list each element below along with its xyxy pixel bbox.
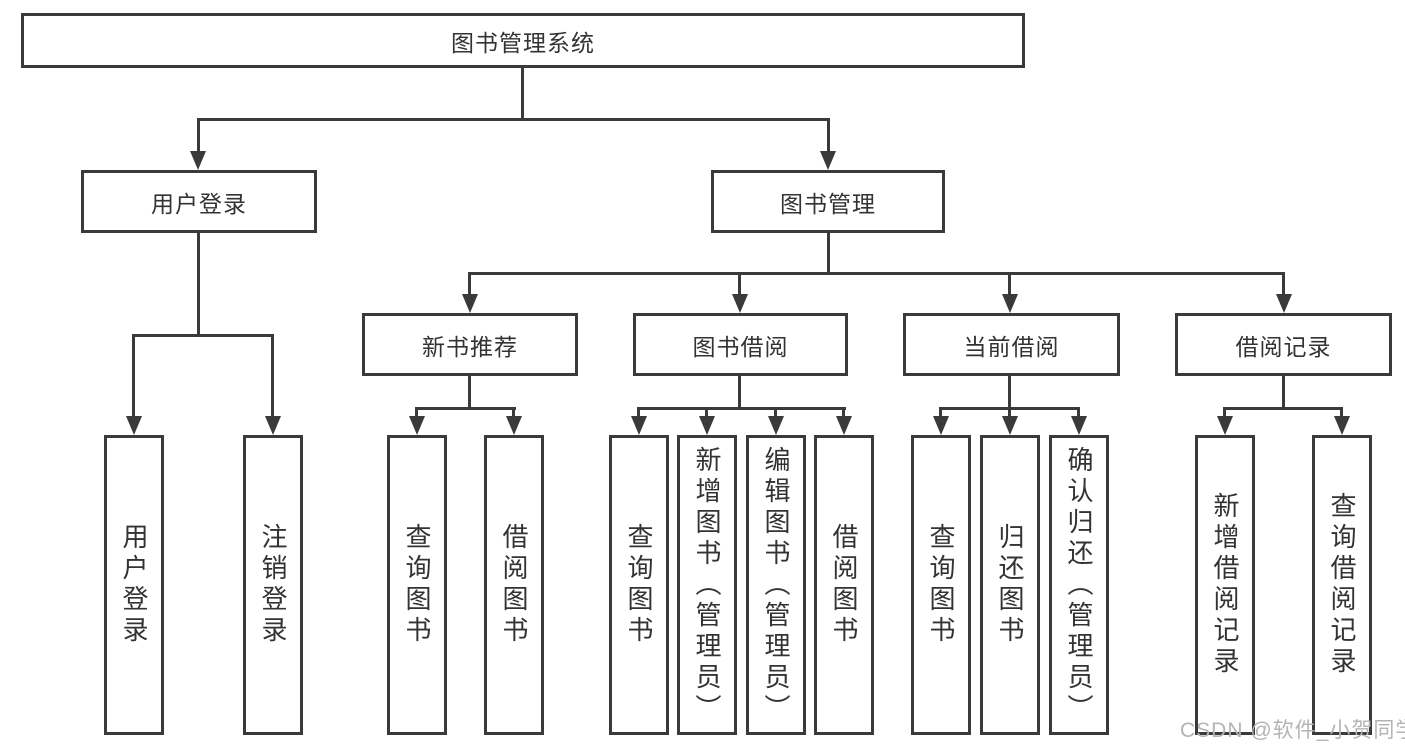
- node-label: 用户登录: [119, 523, 149, 647]
- connector-stem-new-books: [468, 272, 471, 298]
- arrowhead-to-new-books: [462, 294, 478, 313]
- node-label: 确认归还（管理员）: [1064, 445, 1094, 725]
- arrowhead-to-leaf-add-book: [699, 416, 715, 435]
- leaf-borrow-books-bookborrow: 借阅图书: [814, 435, 874, 735]
- leaf-logout: 注销登录: [243, 435, 303, 735]
- connector-book-management-stem: [827, 233, 830, 274]
- connector-stem-leaf: [1077, 407, 1080, 421]
- arrowhead-to-leaf-edit-book: [768, 416, 784, 435]
- node-label: 新增图书（管理员）: [692, 445, 722, 725]
- arrowhead-to-leaf-logout: [265, 416, 281, 435]
- node-label: 新书推荐: [422, 333, 518, 360]
- connector-new-books-bus: [416, 407, 516, 410]
- node-user-login: 用户登录: [81, 170, 317, 233]
- connector-stem-leaf: [774, 407, 777, 421]
- connector-stem-leaf: [1223, 407, 1226, 421]
- connector-stem-book-management: [827, 118, 830, 154]
- connector-user-login-bus: [133, 334, 274, 337]
- node-label: 注销登录: [258, 523, 288, 647]
- arrowhead-to-leaf-return-book: [1002, 416, 1018, 435]
- leaf-user-login: 用户登录: [104, 435, 164, 735]
- node-label: 查询借阅记录: [1327, 492, 1357, 678]
- connector-stem-user-login: [197, 118, 200, 154]
- connector-stem-current-borrow: [1008, 272, 1011, 298]
- connector-root-stem: [521, 68, 524, 119]
- arrowhead-to-current-borrow: [1002, 294, 1018, 313]
- leaf-add-borrow-record: 新增借阅记录: [1195, 435, 1255, 735]
- connector-stem-leaf-logout: [271, 334, 274, 421]
- node-book-management: 图书管理: [711, 170, 945, 233]
- node-root-library-management-system: 图书管理系统: [21, 13, 1025, 68]
- arrowhead-to-leaf-confirm-return: [1071, 416, 1087, 435]
- leaf-query-books-currentborrow: 查询图书: [911, 435, 971, 735]
- node-label: 查询图书: [926, 523, 956, 647]
- arrowhead-to-book-management: [820, 151, 836, 170]
- arrowhead-to-book-borrow: [732, 294, 748, 313]
- leaf-edit-book-admin: 编辑图书（管理员）: [746, 435, 806, 735]
- arrowhead-to-borrow-records: [1276, 294, 1292, 313]
- connector-book-management-bus: [469, 272, 1285, 275]
- arrowhead-to-leaf-borrow-books-2: [836, 416, 852, 435]
- connector-stem-leaf: [842, 407, 845, 421]
- csdn-watermark: CSDN @软件_小贺同学: [1180, 719, 1405, 742]
- connector-new-books-stem: [468, 376, 471, 409]
- connector-stem-leaf-user-login: [132, 334, 135, 421]
- arrowhead-to-leaf-query-books-2: [631, 416, 647, 435]
- node-label: 当前借阅: [963, 333, 1060, 360]
- connector-root-bus: [197, 118, 829, 121]
- node-label: 查询图书: [402, 523, 432, 647]
- connector-stem-leaf: [1340, 407, 1343, 421]
- node-label: 借阅图书: [499, 523, 529, 647]
- node-book-borrow: 图书借阅: [633, 313, 848, 376]
- leaf-query-books-newbooks: 查询图书: [387, 435, 447, 735]
- arrowhead-to-leaf-add-borrow-record: [1217, 416, 1233, 435]
- node-new-books: 新书推荐: [362, 313, 578, 376]
- connector-stem-leaf: [705, 407, 708, 421]
- node-label: 图书管理系统: [451, 29, 595, 56]
- leaf-query-books-bookborrow: 查询图书: [609, 435, 669, 735]
- leaf-add-book-admin: 新增图书（管理员）: [677, 435, 737, 735]
- arrowhead-to-leaf-query-borrow-record: [1334, 416, 1350, 435]
- arrowhead-to-leaf-user-login: [126, 416, 142, 435]
- connector-stem-leaf: [512, 407, 515, 421]
- node-label: 查询图书: [624, 523, 654, 647]
- connector-stem-leaf: [637, 407, 640, 421]
- arrowhead-to-leaf-borrow-books-1: [506, 416, 522, 435]
- connector-borrow-records-stem: [1282, 376, 1285, 409]
- arrowhead-to-user-login: [190, 151, 206, 170]
- node-borrow-records: 借阅记录: [1175, 313, 1392, 376]
- node-label: 借阅图书: [829, 523, 859, 647]
- arrowhead-to-leaf-query-books-1: [409, 416, 425, 435]
- connector-stem-leaf: [1008, 407, 1011, 421]
- connector-borrow-records-bus: [1223, 407, 1343, 410]
- node-current-borrow: 当前借阅: [903, 313, 1120, 376]
- node-label: 新增借阅记录: [1210, 492, 1240, 678]
- connector-stem-leaf: [939, 407, 942, 421]
- connector-stem-borrow-records: [1282, 272, 1285, 298]
- connector-user-login-stem: [197, 233, 200, 337]
- leaf-confirm-return-admin: 确认归还（管理员）: [1049, 435, 1109, 735]
- node-label: 图书借阅: [692, 333, 789, 360]
- connector-book-borrow-stem: [738, 376, 741, 409]
- leaf-query-borrow-record: 查询借阅记录: [1312, 435, 1372, 735]
- node-label: 借阅记录: [1235, 333, 1332, 360]
- node-label: 用户登录: [151, 190, 247, 217]
- node-label: 归还图书: [995, 523, 1025, 647]
- leaf-borrow-books-newbooks: 借阅图书: [484, 435, 544, 735]
- node-label: 编辑图书（管理员）: [761, 445, 791, 725]
- arrowhead-to-leaf-query-books-3: [933, 416, 949, 435]
- connector-book-borrow-bus: [637, 407, 846, 410]
- connector-stem-book-borrow: [738, 272, 741, 298]
- connector-stem-leaf: [415, 407, 418, 421]
- connector-current-borrow-stem: [1008, 376, 1011, 409]
- node-label: 图书管理: [780, 190, 876, 217]
- leaf-return-book: 归还图书: [980, 435, 1040, 735]
